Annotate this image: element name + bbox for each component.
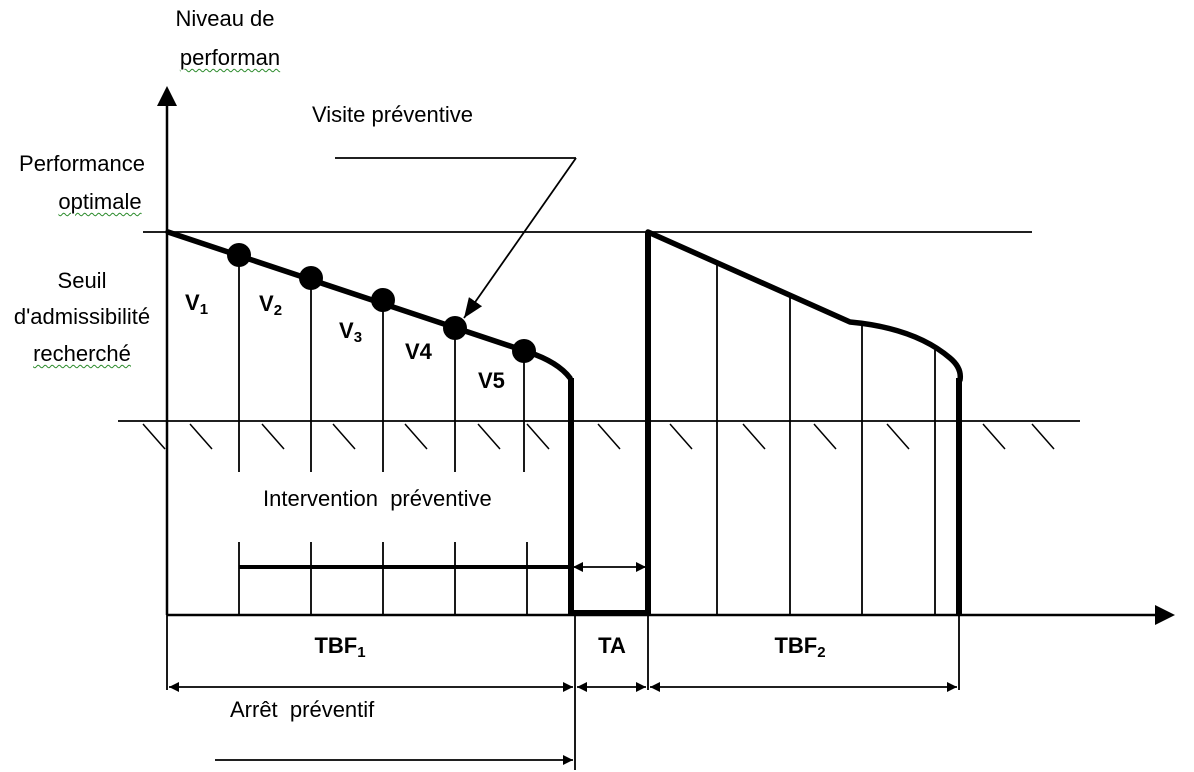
tbf2-label: TBF2 [774,633,826,661]
optimal-level-label-line2: optimale [58,189,142,214]
threshold-label-line2: d'admissibilité [13,304,151,329]
threshold-hatching [142,423,1055,450]
visit-label-v5: V5 [478,368,505,393]
preventive-intervention-label: Intervention préventive [263,486,492,511]
visit-point-v1 [227,243,251,267]
degradation-curve-2 [645,229,964,383]
visit-point-v3 [371,288,395,312]
y-axis-label-line1: Niveau de [175,6,275,31]
intervention-ticks [238,542,528,615]
preventive-visit-label: Visite préventive [312,102,474,127]
visit-point-v2 [299,266,323,290]
visit-lines [238,255,525,472]
x-axis-arrowhead [1155,605,1175,625]
visit-point-v5 [512,339,536,363]
threshold-label-line3: recherché [33,341,131,366]
visit-label-v2: V2 [259,291,283,319]
ta-label: TA [598,633,626,658]
tbf1-label: TBF1 [314,633,366,661]
tbf2-drop-lines [716,265,936,615]
visit-label-v1: V1 [185,290,209,318]
visit-point-v4 [443,316,467,340]
visit-label-v3: V3 [339,318,363,346]
preventive-stop-label: Arrêt préventif [230,697,375,722]
optimal-level-label-line1: Performance [19,151,145,176]
y-axis-label-line2: performan [179,45,281,70]
visit-label-v4: V4 [405,339,432,364]
visit-callout-arrow [463,157,577,319]
interval-guides [166,615,960,770]
y-axis-arrowhead [157,86,177,106]
threshold-label-line1: Seuil [57,268,107,293]
